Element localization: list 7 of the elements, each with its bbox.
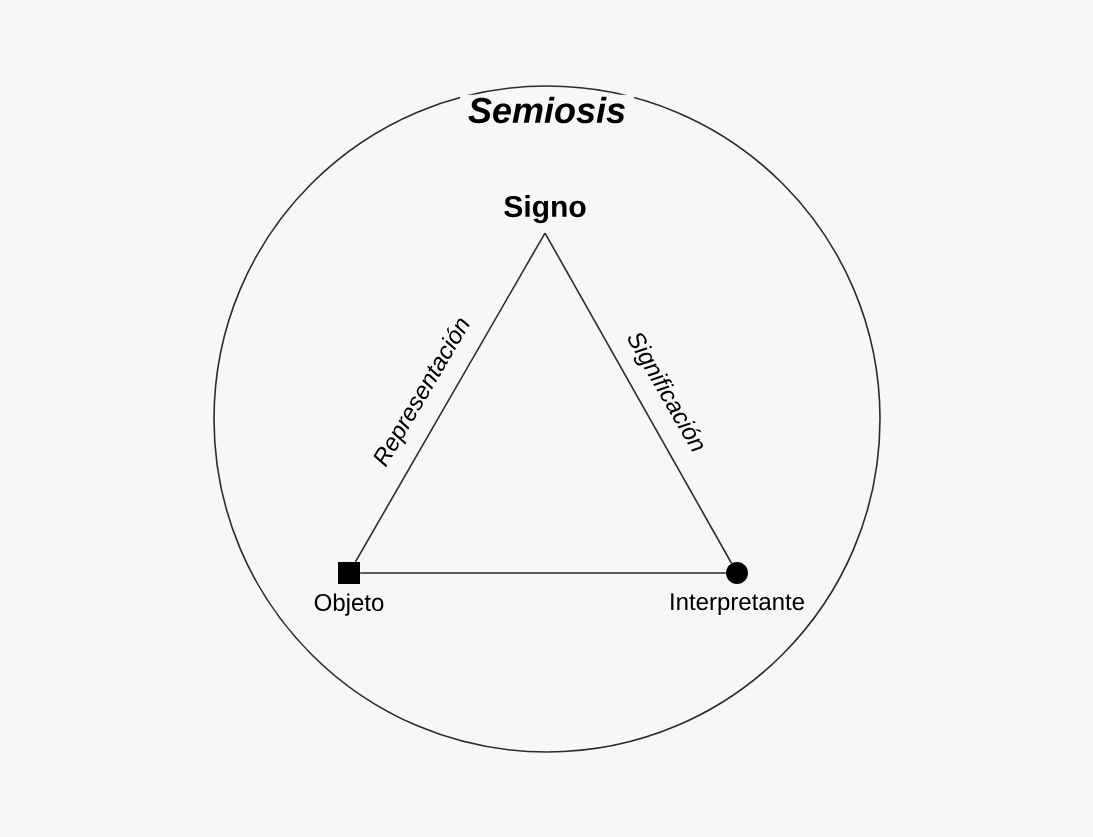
node-label: Interpretante — [671, 593, 804, 615]
heading: Semiosis — [459, 94, 635, 126]
node-label: Signo — [504, 195, 586, 224]
connector-line — [359, 572, 727, 574]
node-label: Objeto — [314, 593, 384, 616]
connector-line — [544, 232, 733, 565]
connector-line — [354, 232, 546, 563]
